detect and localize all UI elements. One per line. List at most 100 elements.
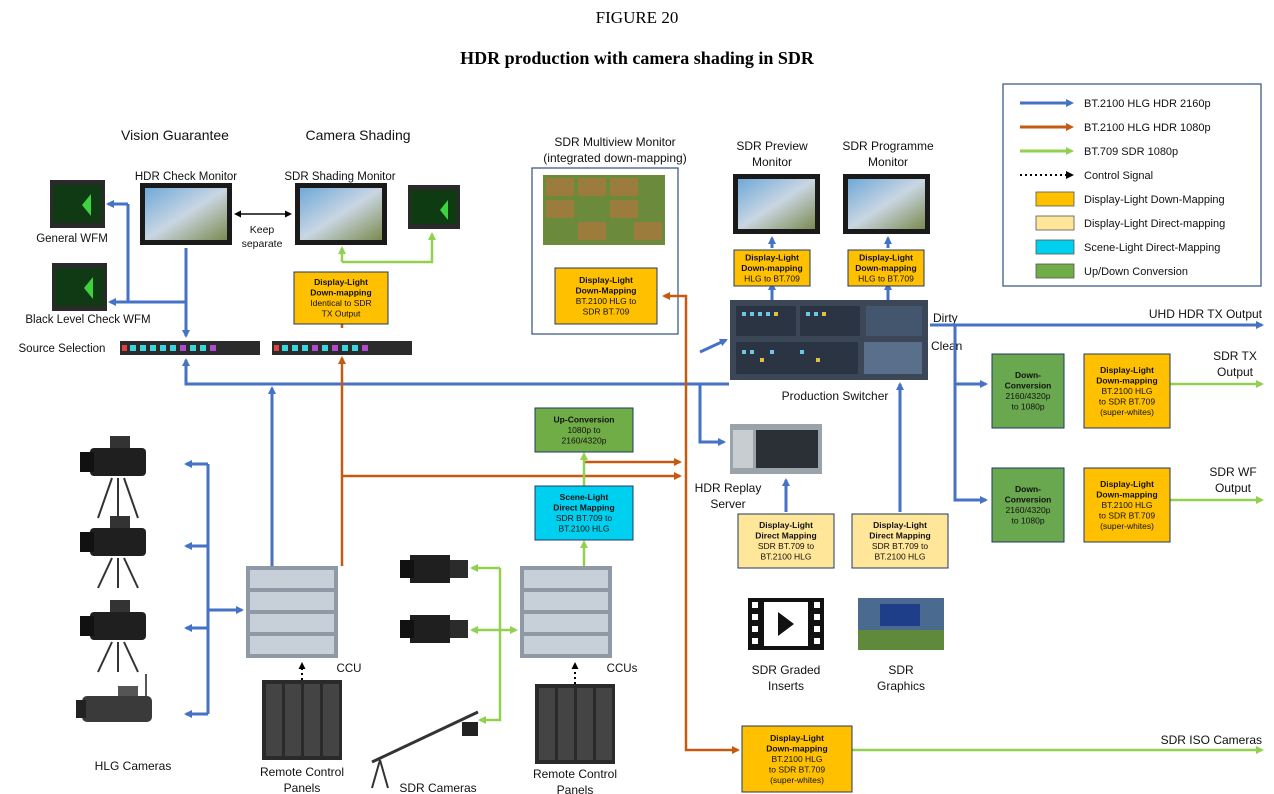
ccu-rack xyxy=(246,566,338,658)
sdr-camera-2 xyxy=(400,615,468,643)
graphics-label-1: SDR xyxy=(888,663,914,677)
box-body-line: BT.2100 HLG xyxy=(1101,500,1152,510)
sdr-tx-label-1: SDR TX xyxy=(1213,349,1257,363)
sdr-tx-label-2: Output xyxy=(1217,365,1254,379)
sdr-wf-label-1: SDR WF xyxy=(1209,465,1256,479)
remote-control-panels-2 xyxy=(535,684,615,764)
shading-wfm xyxy=(408,185,460,229)
source-selection-panel-2 xyxy=(272,341,412,355)
hlg-camera-2 xyxy=(80,516,146,589)
legend-label: BT.2100 HLG HDR 2160p xyxy=(1084,98,1211,110)
box-body-line: SDR BT.709 to xyxy=(758,541,814,551)
box-body-line: BT.2100 HLG xyxy=(1101,386,1152,396)
legend-label: Control Signal xyxy=(1084,170,1153,182)
preview-label-2: Monitor xyxy=(752,155,792,169)
box-body-line: BT.2100 HLG xyxy=(760,552,811,562)
dirty-label: Dirty xyxy=(933,311,958,325)
box-title-line: Display-Light xyxy=(314,277,368,287)
box-body-line: to SDR BT.709 xyxy=(1099,510,1155,520)
box-title-line: Down-mapping xyxy=(766,743,827,753)
sdr-shading-monitor-label: SDR Shading Monitor xyxy=(284,171,395,183)
box-title-line: Up-Conversion xyxy=(554,414,615,424)
box-title-line: Display-Light xyxy=(759,520,813,530)
box-body-line: TX Output xyxy=(322,309,361,319)
general-wfm xyxy=(50,180,105,228)
box-body-line: to 1080p xyxy=(1011,516,1044,526)
ccu-label: CCU xyxy=(337,663,362,675)
uhd-output-label: UHD HDR TX Output xyxy=(1149,307,1263,321)
box-title-line: Down- xyxy=(1015,484,1041,494)
sdr-wf-label-2: Output xyxy=(1215,481,1252,495)
preview-label-1: SDR Preview xyxy=(736,139,808,153)
hdr-replay-server xyxy=(730,424,822,474)
inserts-label-2: Inserts xyxy=(768,679,804,693)
box-title-line: Direct Mapping xyxy=(553,503,614,513)
box-title-line: Display-Light xyxy=(1100,365,1154,375)
rcp2-label-2: Panels xyxy=(557,783,594,794)
box-body-line: 2160/4320p xyxy=(1006,505,1051,515)
general-wfm-label: General WFM xyxy=(36,233,108,245)
legend-item: Control Signal xyxy=(1020,170,1153,182)
box-body-line: BT.2100 HLG xyxy=(558,524,609,534)
hdr-1080p-lines xyxy=(338,292,740,754)
heading-vision-guarantee: Vision Guarantee xyxy=(121,127,229,143)
legend-item: Scene-Light Direct-Mapping xyxy=(1035,239,1220,255)
legend-item: BT.709 SDR 1080p xyxy=(1020,146,1178,158)
legend-label: BT.2100 HLG HDR 1080p xyxy=(1084,122,1211,134)
box-body-line: HLG to BT.709 xyxy=(744,273,800,283)
box-body-line: (super-whites) xyxy=(1100,521,1154,531)
replay-label-2: Server xyxy=(710,497,745,511)
keep-label: Keep xyxy=(250,224,275,236)
box-title-line: Down-mapping xyxy=(1096,375,1157,385)
heading-camera-shading: Camera Shading xyxy=(305,127,410,143)
multiview-label-1: SDR Multiview Monitor xyxy=(554,135,675,149)
box-title-line: Display-Light xyxy=(770,733,824,743)
box-body-line: SDR BT.709 to xyxy=(872,541,928,551)
box-title-line: Down-mapping xyxy=(1096,489,1157,499)
legend-item: BT.2100 HLG HDR 1080p xyxy=(1020,122,1211,134)
sdr-shading-monitor xyxy=(295,183,387,245)
sdr-jib-camera xyxy=(371,710,479,789)
legend-label: Display-Light Down-Mapping xyxy=(1084,194,1225,206)
box-title-line: Down- xyxy=(1015,370,1041,380)
box-body-line: 2160/4320p xyxy=(1006,391,1051,401)
switcher-label: Production Switcher xyxy=(782,389,889,403)
hlg-camera-3 xyxy=(80,600,146,673)
box-title-line: Display-Light xyxy=(1100,479,1154,489)
box-body-line: Identical to SDR xyxy=(310,298,371,308)
box-body-line: 2160/4320p xyxy=(562,435,607,445)
sdr-preview-monitor xyxy=(733,174,820,234)
production-switcher xyxy=(730,300,928,380)
programme-label-1: SDR Programme xyxy=(842,139,934,153)
iso-cameras-label: SDR ISO Cameras xyxy=(1161,733,1262,747)
box-title-line: Display-Light xyxy=(873,520,927,530)
legend-label: Up/Down Conversion xyxy=(1084,266,1188,278)
figure-number: FIGURE 20 xyxy=(595,8,679,27)
box-title-line: Down-mapping xyxy=(741,263,802,273)
legend-item: Display-Light Direct-mapping xyxy=(1035,215,1225,231)
hlg-camera-4 xyxy=(76,674,152,722)
sdr-camera-1 xyxy=(400,555,468,583)
inserts-label-1: SDR Graded xyxy=(752,663,821,677)
sdr-graphics-image xyxy=(858,598,944,650)
legend-label: BT.709 SDR 1080p xyxy=(1084,146,1178,158)
box-title-line: Scene-Light xyxy=(560,492,609,502)
box-title-line: Down-mapping xyxy=(855,263,916,273)
box-title-line: Display-Light xyxy=(579,275,633,285)
box-title-line: Conversion xyxy=(1005,495,1052,505)
box-title-line: Conversion xyxy=(1005,381,1052,391)
legend-item: BT.2100 HLG HDR 2160p xyxy=(1020,98,1211,110)
legend-label: Display-Light Direct-mapping xyxy=(1084,218,1225,230)
black-level-wfm-label: Black Level Check WFM xyxy=(25,314,150,326)
box-body-line: BT.2100 HLG xyxy=(771,754,822,764)
